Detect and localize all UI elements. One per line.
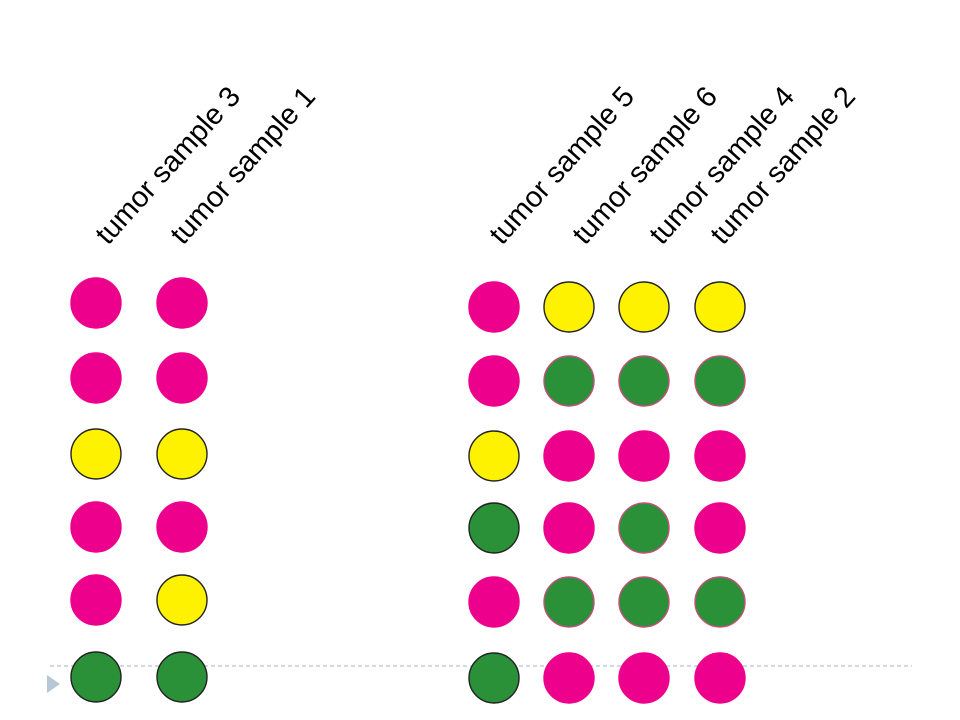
green-dot — [543, 576, 595, 628]
magenta-dot — [618, 652, 670, 704]
green-dot — [70, 651, 122, 703]
column-label: tumor sample 5 — [483, 81, 641, 251]
yellow-dot — [468, 430, 520, 482]
green-dot — [468, 502, 520, 554]
green-dot — [618, 355, 670, 407]
yellow-dot — [70, 428, 122, 480]
yellow-dot — [543, 281, 595, 333]
green-dot — [694, 576, 746, 628]
magenta-dot — [543, 430, 595, 482]
green-dot — [468, 652, 520, 704]
magenta-dot — [70, 352, 122, 404]
green-dot — [156, 651, 208, 703]
magenta-dot — [468, 576, 520, 628]
magenta-dot — [694, 430, 746, 482]
yellow-dot — [694, 281, 746, 333]
green-dot — [694, 355, 746, 407]
magenta-dot — [543, 652, 595, 704]
magenta-dot — [694, 652, 746, 704]
magenta-dot — [70, 501, 122, 553]
green-dot — [618, 502, 670, 554]
sample-dots — [70, 277, 746, 704]
green-dot — [618, 576, 670, 628]
magenta-dot — [70, 574, 122, 626]
magenta-dot — [156, 352, 208, 404]
yellow-dot — [156, 428, 208, 480]
yellow-dot — [618, 281, 670, 333]
magenta-dot — [618, 430, 670, 482]
magenta-dot — [70, 277, 122, 329]
magenta-dot — [156, 501, 208, 553]
magenta-dot — [468, 355, 520, 407]
yellow-dot — [156, 574, 208, 626]
green-dot — [543, 355, 595, 407]
magenta-dot — [156, 277, 208, 329]
magenta-dot — [468, 281, 520, 333]
magenta-dot — [543, 502, 595, 554]
magenta-dot — [694, 502, 746, 554]
triangle-right-icon — [47, 675, 60, 693]
